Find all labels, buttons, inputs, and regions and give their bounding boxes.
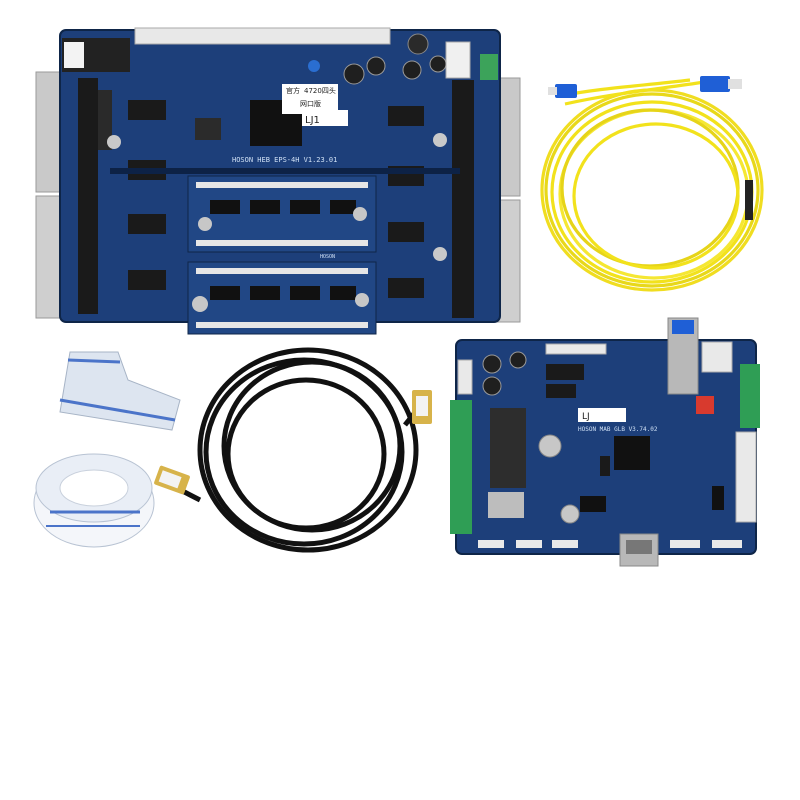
ethernet-plug-right xyxy=(412,390,432,424)
daughter-board-upper xyxy=(187,175,377,253)
main-board-silkscreen: HOSON MAB GLB V3.74.02 xyxy=(578,426,658,433)
main-board-green-terminals xyxy=(450,364,760,534)
sticker-id: LJ1 xyxy=(305,115,320,126)
main-board-ethernet-jack xyxy=(619,533,659,567)
small-silkscreen: HOSON xyxy=(320,254,335,260)
head-board: 官方 4720四头 网口版 LJ1 HOSON HEB EPS-4H V1.23… xyxy=(35,27,521,335)
ribbon-cable-roll xyxy=(33,453,155,548)
main-board-sticker: LJ xyxy=(578,408,626,422)
ethernet-cable xyxy=(164,347,423,553)
sticker-line1: 4720四头 xyxy=(304,86,336,95)
head-board-right-terminals xyxy=(452,80,474,318)
fiber-connector-left xyxy=(548,84,577,98)
main-board: LJ HOSON MAB GLB V3.74.02 xyxy=(450,317,760,567)
sticker-line2: 网口版 xyxy=(300,99,321,108)
fiber-connector-right xyxy=(700,76,742,92)
ribbon-cable-strip xyxy=(59,351,181,431)
fiber-optic-cable xyxy=(540,78,764,292)
head-board-sticker: 官方 4720四头 网口版 LJ1 xyxy=(282,84,348,126)
daughter-board-lower: HOSON xyxy=(187,254,377,335)
main-sticker-id: LJ xyxy=(582,412,590,422)
ethernet-plug-left xyxy=(154,465,190,495)
sticker-tag: 官方 xyxy=(286,86,300,95)
sfp-module xyxy=(667,317,699,395)
head-board-left-terminals xyxy=(78,78,112,314)
head-board-silkscreen: HOSON HEB EPS-4H V1.23.01 xyxy=(232,156,337,164)
